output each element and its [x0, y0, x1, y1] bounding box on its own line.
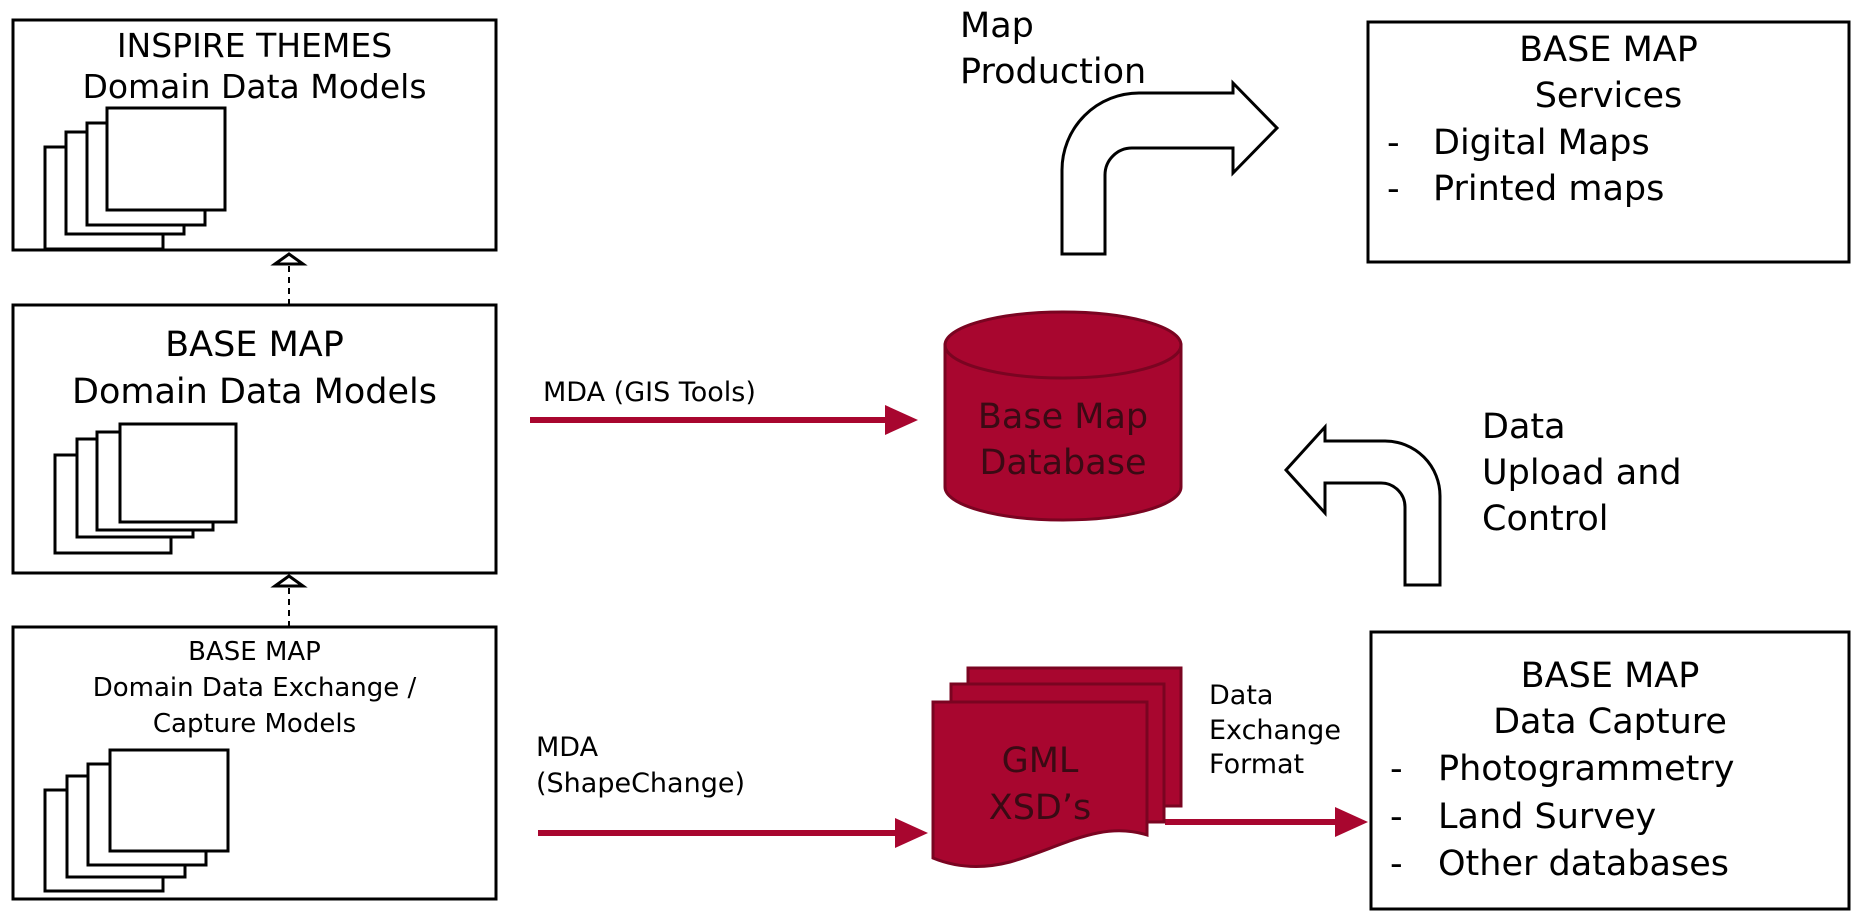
- data-exchange-arrow: [1165, 807, 1368, 837]
- gml-label-1: GML: [1001, 741, 1079, 781]
- dependency-arrow-basemap: [270, 574, 308, 627]
- exchange-subtitle-2: Capture Models: [152, 709, 357, 739]
- inspire-subtitle: Domain Data Models: [82, 67, 427, 106]
- database-label-1: Base Map: [977, 397, 1149, 437]
- map-production-label-2: Production: [960, 52, 1147, 92]
- gml-xsd-document-stack-icon: [931, 666, 1183, 869]
- dependency-arrow-inspire: [270, 252, 308, 305]
- services-bullet-1: -: [1387, 123, 1400, 163]
- basemap-document-stack-icon: [53, 422, 238, 555]
- data-upload-label-2: Upload and: [1482, 453, 1682, 493]
- capture-bullet-1: -: [1390, 749, 1403, 789]
- data-exchange-label-1: Data: [1209, 680, 1274, 711]
- database-cylinder-icon: [943, 310, 1183, 522]
- services-item-digital-maps: Digital Maps: [1433, 123, 1650, 163]
- mda-shapechange-label-1: MDA: [536, 732, 599, 763]
- services-item-printed-maps: Printed maps: [1433, 169, 1665, 209]
- basemap-models-subtitle: Domain Data Models: [72, 372, 437, 412]
- inspire-title: INSPIRE THEMES: [116, 26, 393, 65]
- mda-gis-label: MDA (GIS Tools): [543, 377, 756, 408]
- data-upload-label-3: Control: [1482, 499, 1609, 539]
- data-upload-label-1: Data: [1482, 407, 1566, 447]
- database-label-2: Database: [979, 443, 1147, 483]
- data-exchange-label-3: Format: [1209, 749, 1305, 780]
- basemap-services-box: [1366, 20, 1851, 264]
- basemap-data-capture-box: [1369, 630, 1851, 911]
- capture-item-photogrammetry: Photogrammetry: [1438, 749, 1735, 789]
- map-production-label-1: Map: [960, 6, 1034, 46]
- capture-item-other-databases: Other databases: [1438, 844, 1730, 884]
- exchange-title: BASE MAP: [188, 637, 321, 667]
- gml-label-2: XSD’s: [988, 788, 1092, 828]
- services-subtitle: Services: [1534, 76, 1683, 116]
- mda-shapechange-arrow: [538, 818, 928, 848]
- exchange-document-stack-icon: [43, 748, 230, 893]
- mda-gis-arrow: [530, 405, 918, 435]
- capture-bullet-3: -: [1390, 844, 1403, 884]
- data-upload-arrow: [1283, 423, 1442, 587]
- capture-title: BASE MAP: [1520, 656, 1700, 696]
- capture-item-land-survey: Land Survey: [1438, 797, 1657, 837]
- services-title: BASE MAP: [1519, 30, 1698, 70]
- capture-subtitle: Data Capture: [1493, 702, 1727, 742]
- mda-shapechange-label-2: (ShapeChange): [536, 768, 745, 799]
- services-bullet-2: -: [1387, 169, 1400, 209]
- capture-bullet-2: -: [1390, 797, 1403, 837]
- basemap-models-title: BASE MAP: [165, 325, 344, 365]
- inspire-document-stack-icon: [43, 106, 227, 251]
- exchange-subtitle: Domain Data Exchange /: [92, 673, 417, 703]
- map-production-arrow: [1060, 79, 1280, 256]
- data-exchange-label-2: Exchange: [1209, 715, 1341, 746]
